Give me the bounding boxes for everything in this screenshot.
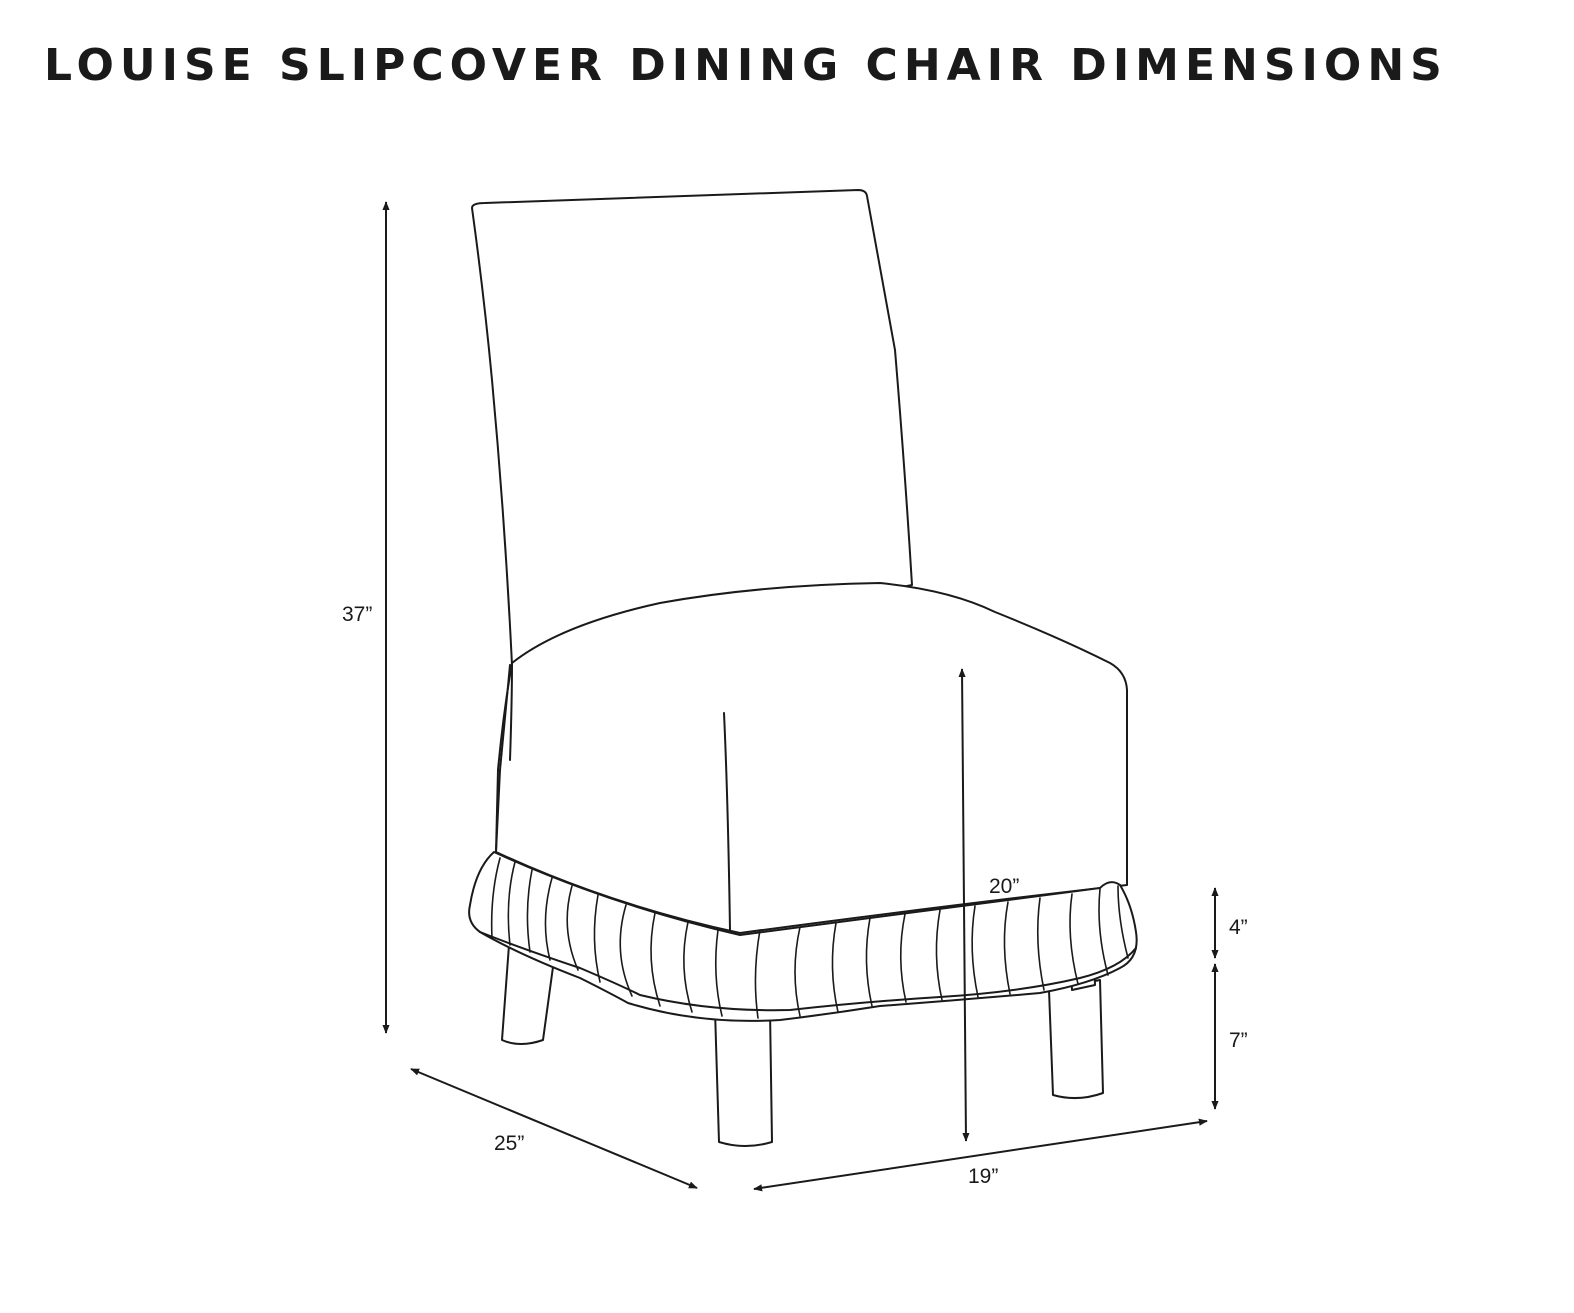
leg-back-left [501,944,557,1045]
width-arrow [753,1118,1208,1192]
skirt-height-label: 4” [1229,916,1248,939]
chair-illustration [468,189,1138,1147]
dimension-labels: 37” 20” 4” 7” 25” 19” [342,603,1248,1188]
seat-left-side [495,664,511,853]
overall-height-label: 37” [342,603,372,626]
seat-height-arrow [958,668,970,1142]
depth-label: 25” [494,1132,524,1155]
ruffle-outline [468,851,1138,1022]
page-title: LOUISE SLIPCOVER DINING CHAIR DIMENSIONS [44,40,1448,91]
leg-height-label: 7” [1229,1029,1248,1052]
seat-height-label: 20” [989,875,1019,898]
seat-front-corner-seam [723,712,731,931]
width-label: 19” [968,1165,998,1188]
depth-arrow [410,1068,698,1189]
dimension-lines [382,201,1219,1192]
leg-front-right [1048,979,1104,1099]
ruffle-hem-inner [479,931,1137,1012]
leg-front-left [714,1009,773,1147]
chair-ruffle-skirt [468,851,1138,1022]
seat-top-edge [509,662,513,761]
chair-seat-body [495,582,1128,934]
chair-backrest [471,189,913,666]
ruffle-folds [490,857,1129,1019]
